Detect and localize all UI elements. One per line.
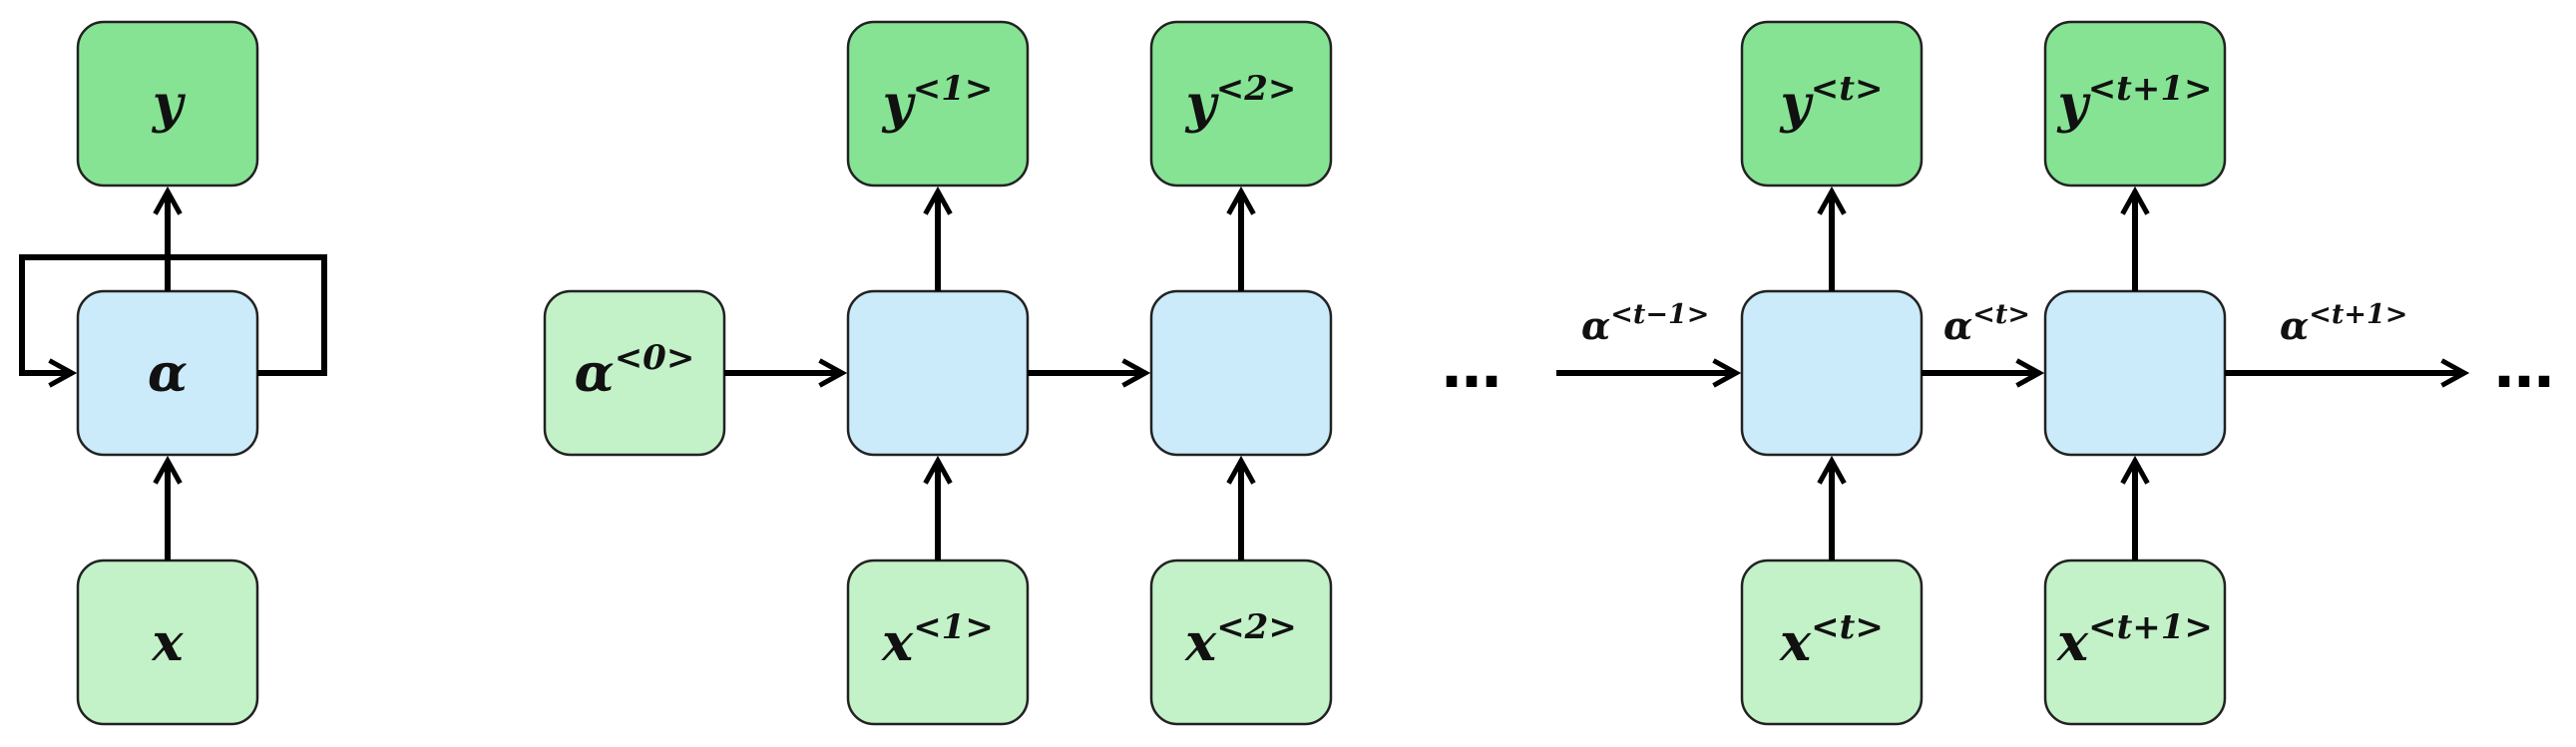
output-node-1 [846,20,1030,187]
folded-input-label: x [151,612,184,673]
input-label-2: x<2> [1184,607,1297,673]
edge-label-t-minus-1: α<t−1> [1581,299,1709,348]
output-node-t-plus-1 [2043,20,2227,187]
time-step-1: y<1> x<1> [846,20,1030,726]
edge-label-t: α<t> [1943,299,2030,348]
folded-hidden-label: α [148,343,188,404]
hidden-node-t [1740,289,1924,457]
input-label-t-plus-1: x<t+1> [2056,607,2213,673]
hidden-node-1 [846,289,1030,457]
input-label-1: x<1> [881,607,994,673]
ellipsis-end: … [2494,332,2554,402]
output-label-t-plus-1: y<t+1> [2056,69,2212,135]
output-label-1: y<1> [882,69,994,135]
folded-output-node [76,20,259,187]
time-step-t: y<t> x<t> [1740,20,1924,726]
output-node-2 [1149,20,1333,187]
output-label-2: y<2> [1185,69,1297,135]
ellipsis-middle: … [1442,332,1502,402]
hidden-node-2 [1149,289,1333,457]
time-step-t-plus-1: y<t+1> x<t+1> [2043,20,2227,726]
output-label-t: y<t> [1780,69,1884,135]
hidden-node-t-plus-1 [2043,289,2227,457]
recurrent-loop-arrow [19,254,327,373]
folded-output-label: y [152,74,187,135]
input-label-t: x<t> [1779,607,1884,673]
initial-state: α<0> [543,289,726,457]
folded-rnn: y α x [19,20,327,726]
time-step-2: y<2> x<2> [1149,20,1333,726]
initial-state-label: α<0> [575,338,695,404]
output-node-t [1740,20,1924,187]
edge-label-t-plus-1: α<t+1> [2280,299,2407,348]
